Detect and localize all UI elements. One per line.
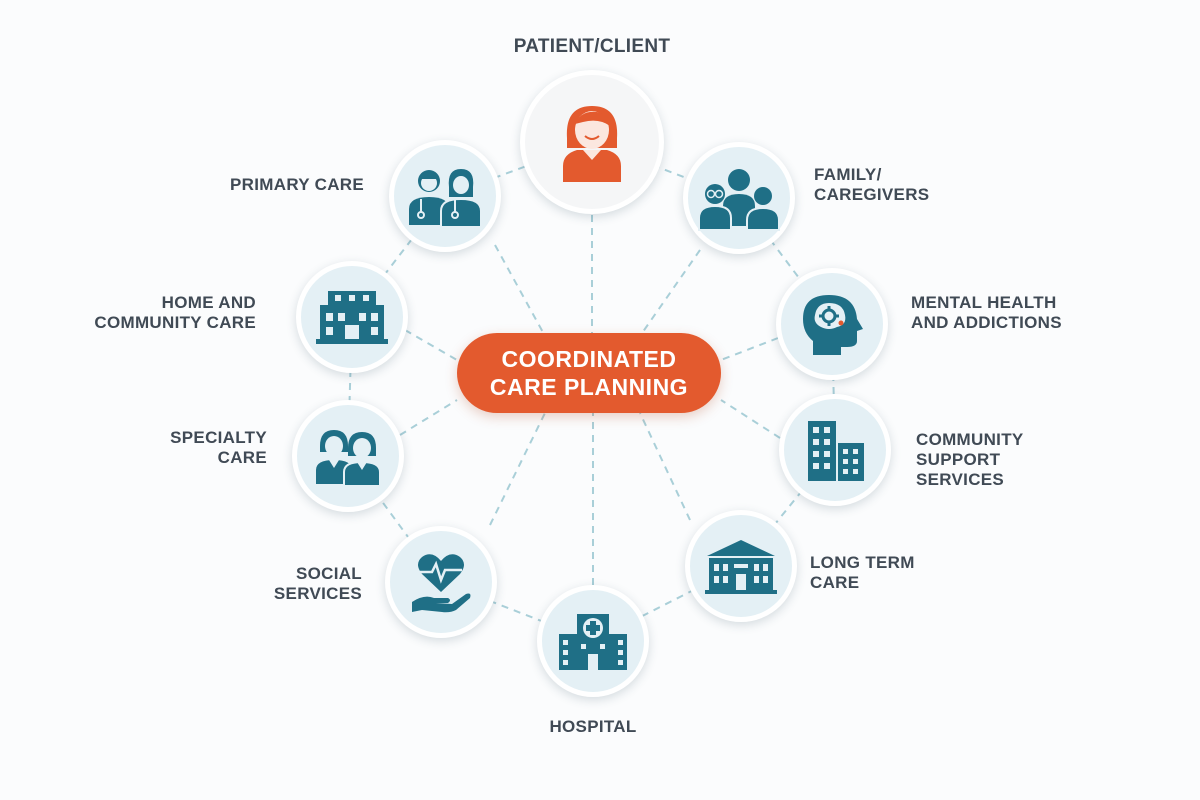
heart-hand-icon	[412, 554, 471, 613]
specialty-care-node[interactable]	[292, 400, 404, 512]
woman-icon	[563, 106, 621, 182]
primary-care-label: PRIMARY CARE	[230, 175, 364, 194]
coordinated-care-planning-hub[interactable]: COORDINATED CARE PLANNING	[457, 333, 721, 413]
long-term-care-label: LONG TERM CARE	[810, 553, 915, 592]
patient-label: PATIENT/CLIENT	[513, 36, 671, 57]
primary-care-node[interactable]	[389, 140, 501, 252]
community-support-node[interactable]	[779, 394, 891, 506]
mental-health-label: MENTAL HEALTH AND ADDICTIONS	[911, 293, 1062, 332]
long-term-care-node[interactable]	[685, 510, 797, 622]
family-icon	[698, 169, 780, 231]
family-label: FAMILY/ CAREGIVERS	[814, 165, 930, 204]
home-community-node[interactable]	[296, 261, 408, 373]
home-community-label: HOME AND COMMUNITY CARE	[94, 293, 256, 332]
patient-node[interactable]	[520, 70, 664, 214]
care-facility-icon	[705, 540, 777, 594]
social-services-node[interactable]	[385, 526, 497, 638]
hospital-icon	[559, 614, 627, 670]
specialists-icon	[316, 430, 381, 486]
specialty-care-label: SPECIALTY CARE	[170, 428, 267, 467]
office-buildings-icon	[808, 421, 864, 481]
brain-head-icon	[803, 295, 863, 355]
hospital-node[interactable]	[537, 585, 649, 697]
hospital-label: HOSPITAL	[549, 717, 637, 736]
house-icon	[316, 291, 388, 344]
family-node[interactable]	[683, 142, 795, 254]
community-support-label: COMMUNITY SUPPORT SERVICES	[916, 430, 1024, 489]
social-services-label: SOCIAL SERVICES	[273, 564, 362, 603]
doctors-icon	[409, 169, 482, 227]
mental-health-node[interactable]	[776, 268, 888, 380]
